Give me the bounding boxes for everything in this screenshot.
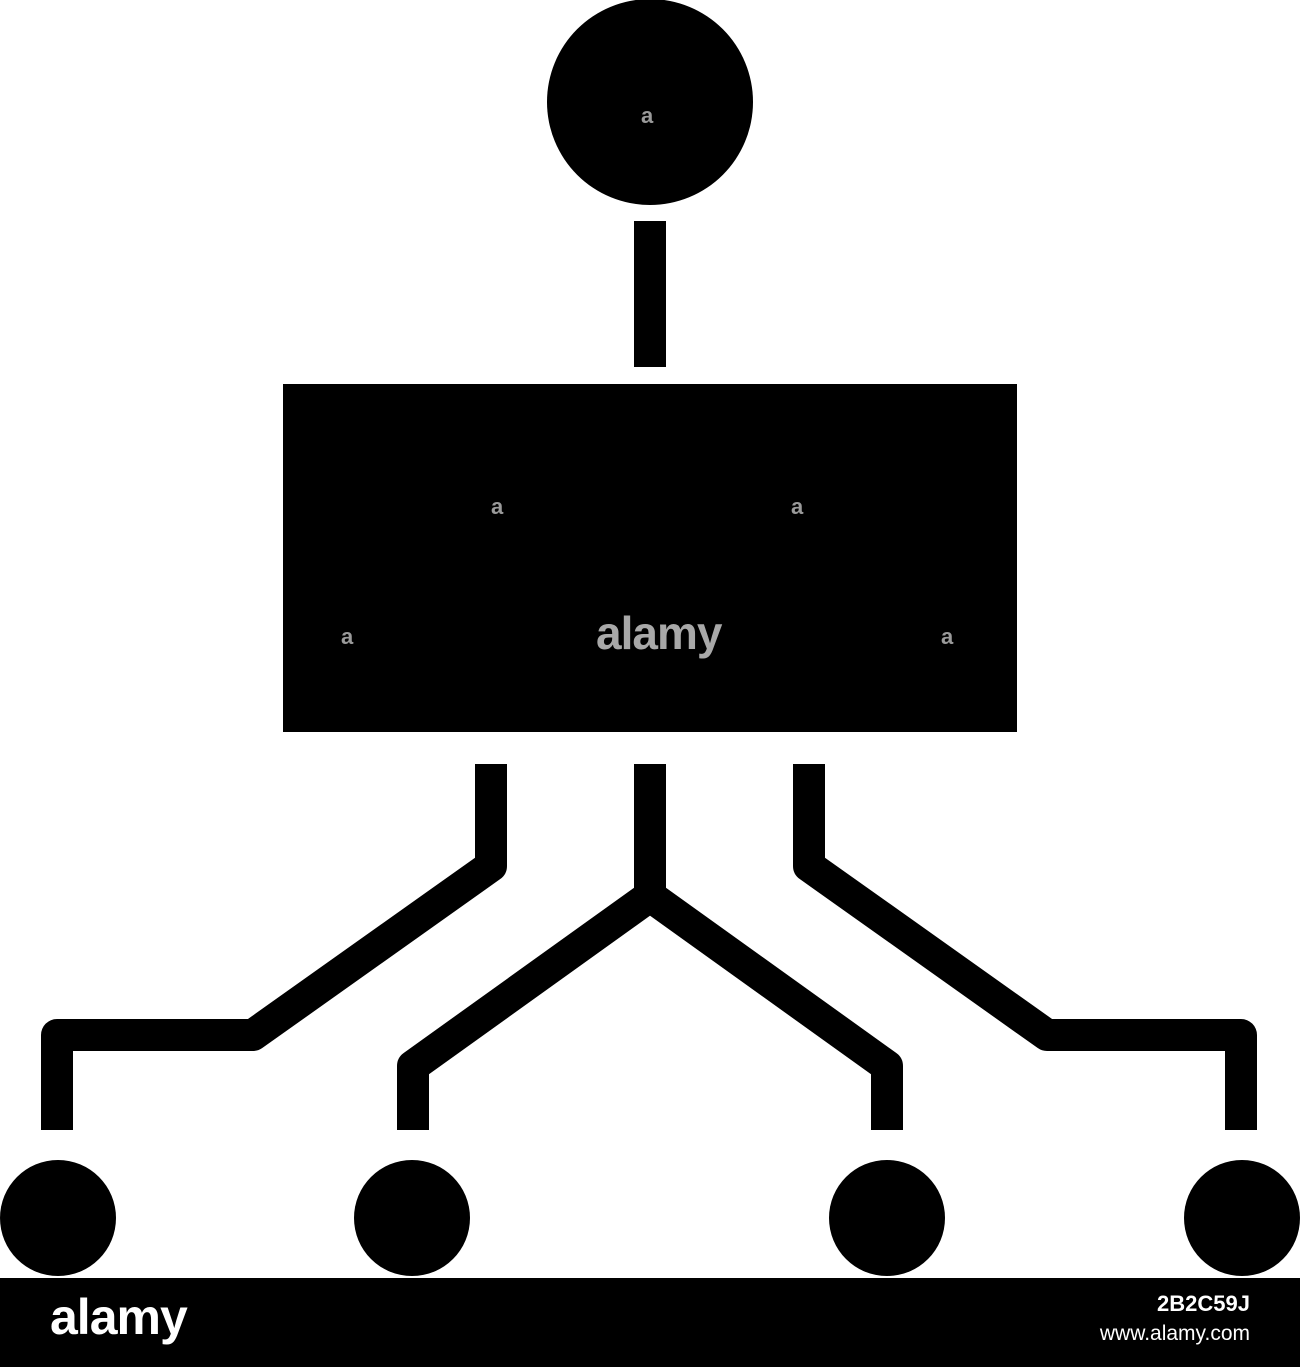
central-block <box>283 384 1017 732</box>
branch-right-inner <box>640 882 903 1130</box>
branch-left-outer <box>41 764 507 1130</box>
top-connector-line <box>634 221 666 367</box>
hierarchy-network-icon <box>0 0 1300 1276</box>
footer-logo: alamy <box>50 1289 188 1345</box>
footer-image-id: 2B2C59J <box>1157 1291 1250 1316</box>
footer-site-url: www.alamy.com <box>1099 1322 1250 1345</box>
branch-left-inner <box>397 764 666 1130</box>
bottom-node-circle-4 <box>1184 1160 1300 1276</box>
branch-lines <box>41 764 1257 1130</box>
bottom-node-circle-1 <box>0 1160 116 1276</box>
bottom-node-circle-2 <box>354 1160 470 1276</box>
top-node-circle <box>547 0 753 205</box>
bottom-node-circle-3 <box>829 1160 945 1276</box>
footer-bar: alamy 2B2C59J www.alamy.com <box>0 1278 1300 1367</box>
branch-right-outer <box>793 764 1257 1130</box>
